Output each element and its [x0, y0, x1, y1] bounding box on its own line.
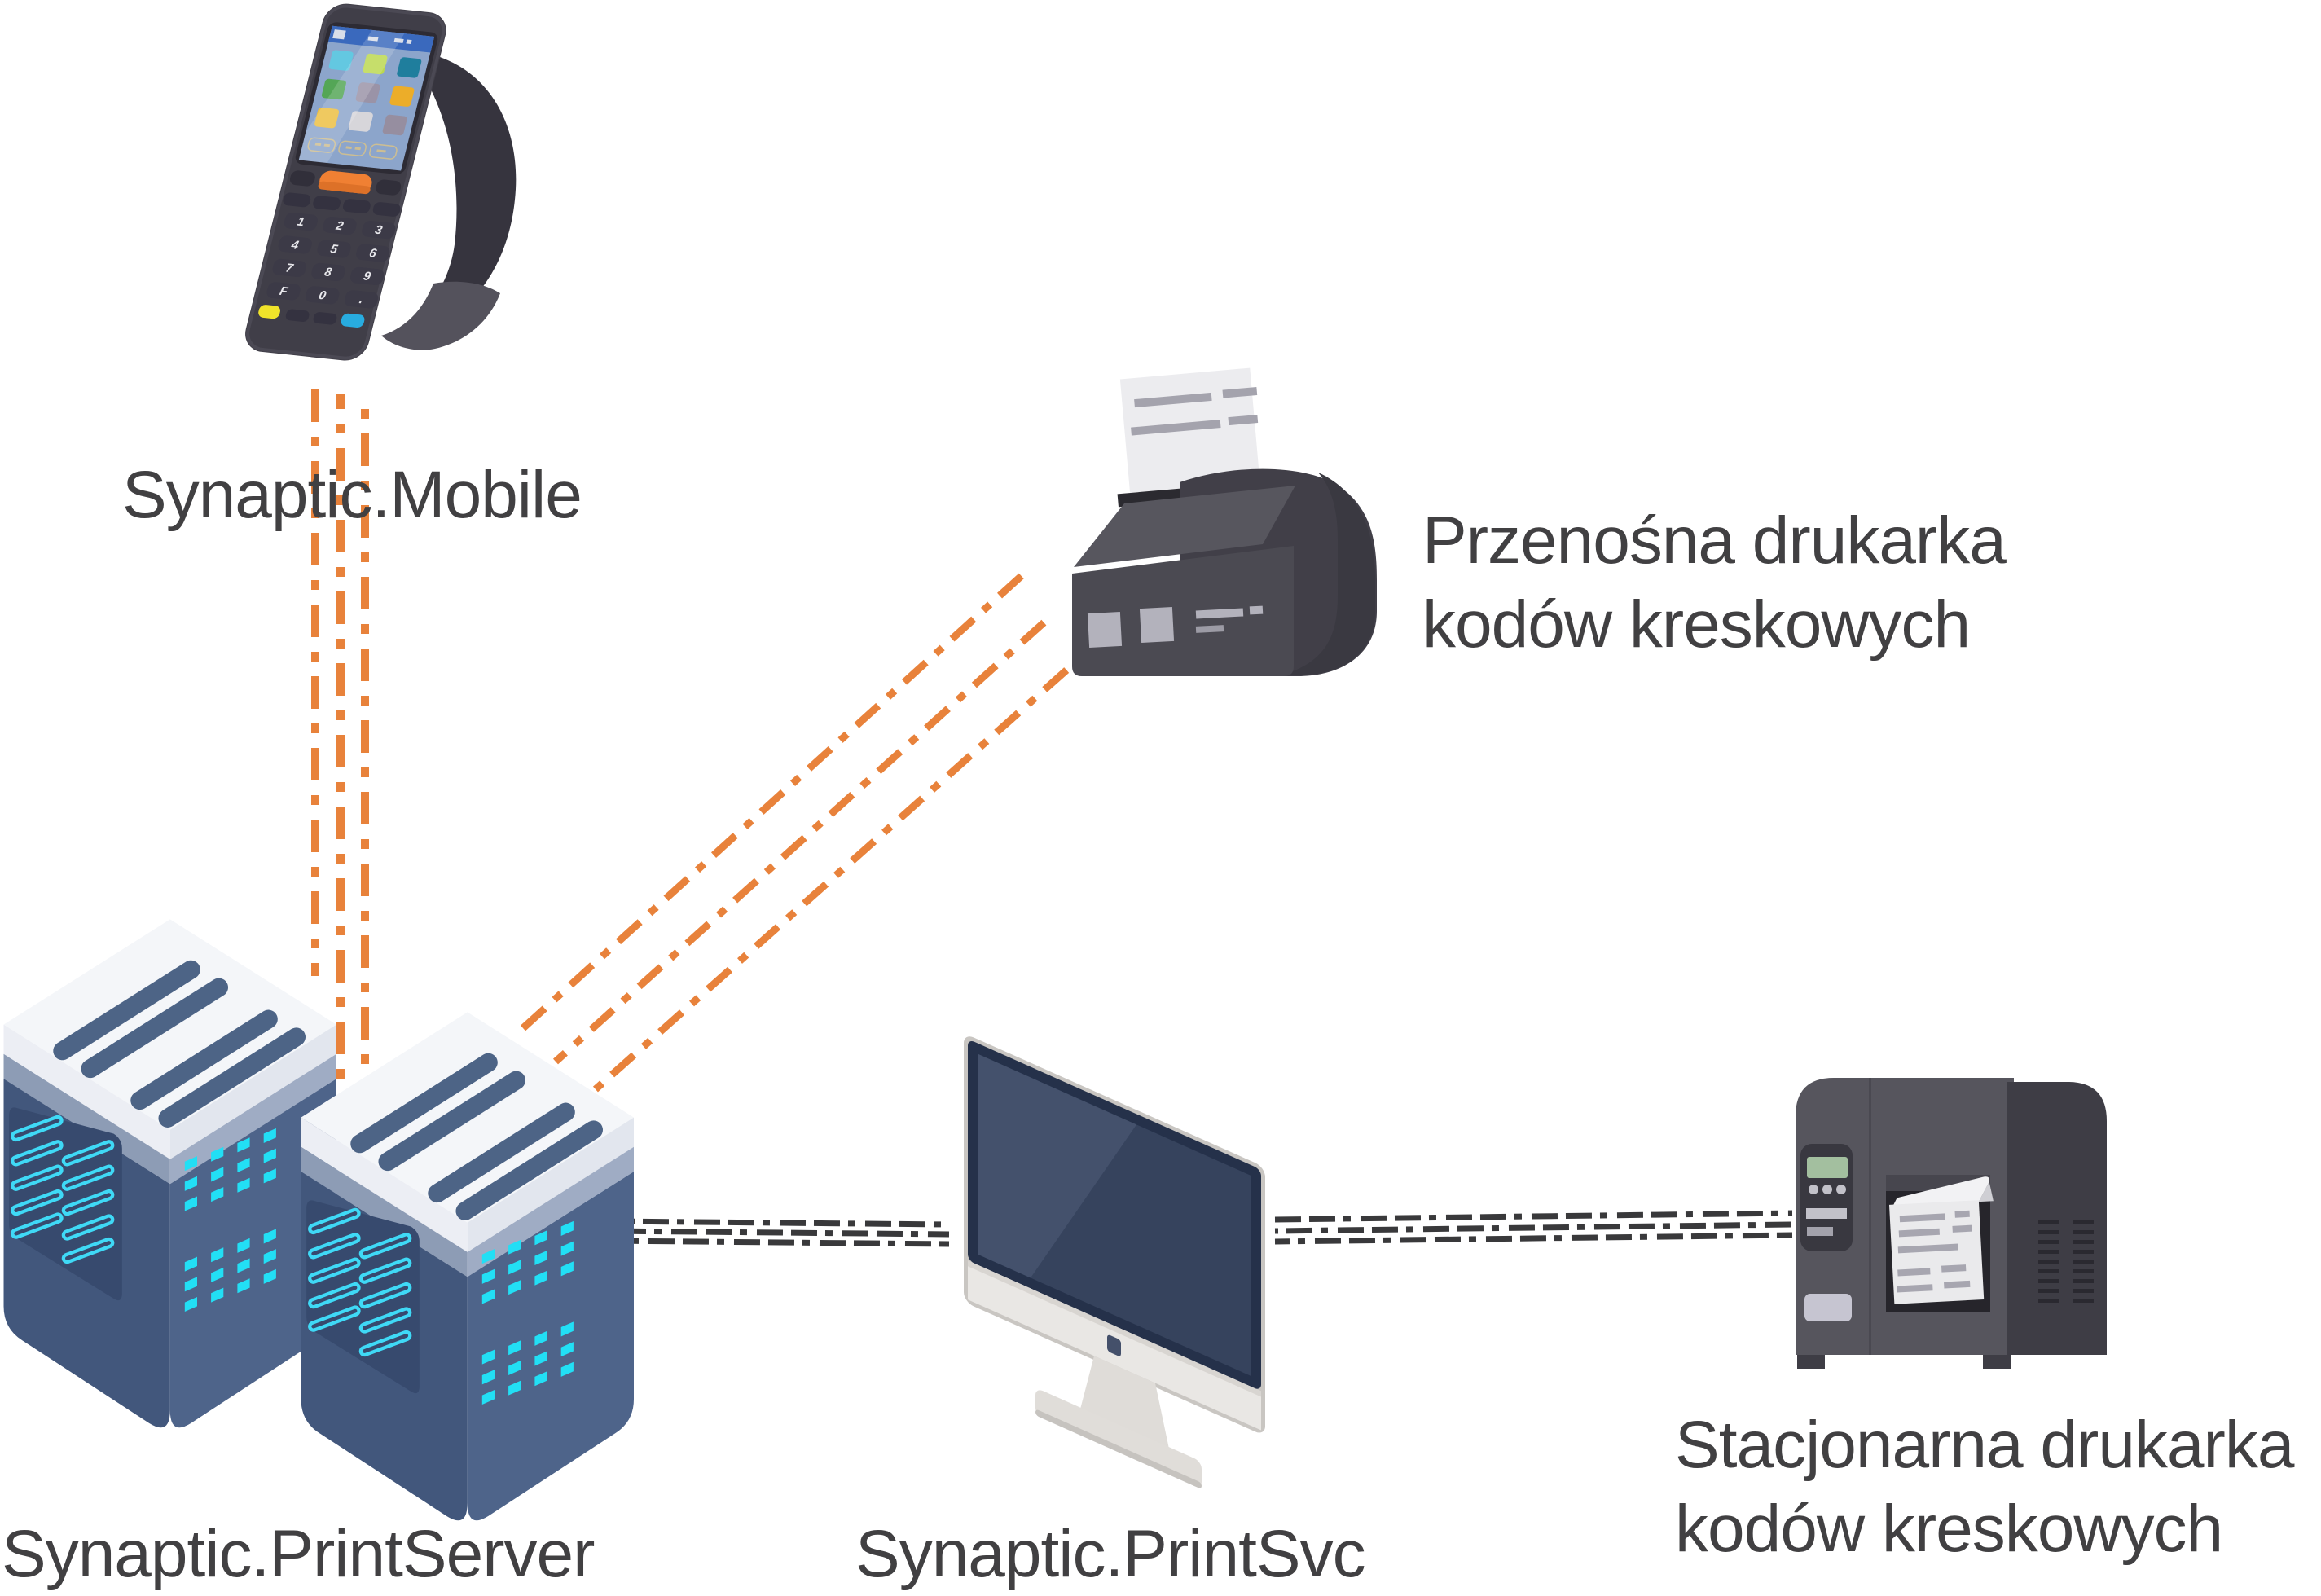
label-synaptic-mobile: Synaptic.Mobile — [122, 458, 582, 532]
connection-printserver-printsvc — [608, 1218, 950, 1247]
monitor-stand-base — [1035, 1390, 1202, 1487]
stationary-printer-plate — [1804, 1294, 1852, 1321]
svg-text:.: . — [358, 292, 364, 306]
label-stationary-printer: Stacjonarna drukarka kodów kreskowych — [1675, 1408, 2294, 1567]
portable-printer-illustration — [1072, 367, 1377, 676]
portable-printer-lid — [1074, 486, 1295, 567]
stationary-printer-bar1 — [1806, 1208, 1847, 1219]
monitor-stand-base-edge — [1035, 1409, 1202, 1488]
label-synaptic-printserver: Synaptic.PrintServer — [2, 1517, 595, 1591]
stationary-printer-buttons — [1809, 1185, 1846, 1194]
server-back — [4, 919, 337, 1427]
mobile-scanner-app-icons — [314, 50, 422, 136]
label-synaptic-printsvc: Synaptic.PrintSvc — [855, 1517, 1366, 1591]
mobile-scanner-statusbar — [327, 25, 435, 53]
monitor-logo — [1107, 1334, 1121, 1356]
stationary-printer-bar2 — [1807, 1227, 1833, 1236]
stationary-printer-lcd — [1807, 1157, 1848, 1178]
portable-printer-body-shadow — [1284, 473, 1375, 675]
connection-printserver-portable-printer — [520, 569, 1071, 1099]
monitor-illustration — [964, 1036, 1265, 1488]
stationary-printer-tower — [2007, 1082, 2107, 1355]
label-portable-printer: Przenośna drukarka kodów kreskowych — [1422, 503, 2007, 662]
connection-mobile-printserver — [311, 389, 369, 1090]
monitor-stand-neck — [1080, 1356, 1169, 1449]
connection-printsvc-stationary-printer — [1274, 1210, 1793, 1245]
stationary-printer-foot-left — [1797, 1355, 1825, 1369]
mobile-scanner-grip-foot — [381, 281, 500, 350]
monitor-chin-shadow — [968, 1260, 1261, 1397]
portable-printer-front — [1072, 546, 1294, 676]
monitor-screen-reflection — [978, 1054, 1136, 1278]
portable-printer-front-controls — [1087, 605, 1264, 649]
mobile-scanner-softkeys — [307, 137, 398, 160]
stationary-printer-foot-right — [1983, 1355, 2011, 1369]
mobile-scanner-yellow-key — [258, 305, 280, 319]
mobile-scanner-cyan-key — [341, 313, 365, 328]
stationary-printer-vents — [2038, 1220, 2094, 1303]
svg-text:1: 1 — [296, 215, 306, 229]
server-front — [301, 1012, 635, 1520]
stationary-printer-divider — [1869, 1078, 1871, 1355]
stationary-printer-illustration — [1796, 1078, 2107, 1369]
mobile-scanner-grip — [401, 57, 517, 338]
stationary-printer-paper — [1888, 1176, 1994, 1304]
